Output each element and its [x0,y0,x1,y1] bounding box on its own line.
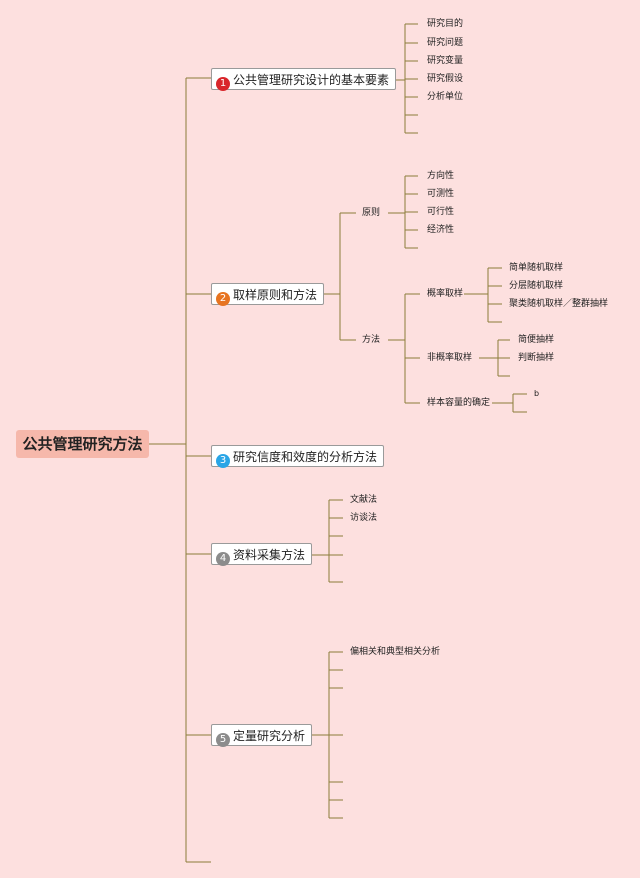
number-5-icon: 5 [216,733,230,747]
leaf-partial-canonical-correlation[interactable]: 偏相关和典型相关分析 [350,647,441,657]
leaf-interview-method[interactable]: 访谈法 [350,513,378,523]
sample-size-node[interactable]: 样本容量的确定 [427,398,491,408]
branch-3-label: 研究信度和效度的分析方法 [233,450,378,464]
leaf-b[interactable]: b [534,389,540,398]
leaf-research-purpose[interactable]: 研究目的 [427,19,464,29]
branch-1-label: 公共管理研究设计的基本要素 [233,73,390,87]
leaf-economy[interactable]: 经济性 [427,225,455,235]
method-node[interactable]: 方法 [362,335,381,345]
leaf-convenience-sampling[interactable]: 简便抽样 [518,335,555,345]
branch-4-label: 资料采集方法 [233,548,306,562]
leaf-literature-method[interactable]: 文献法 [350,495,378,505]
leaf-analysis-unit[interactable]: 分析单位 [427,92,464,102]
leaf-cluster-random[interactable]: 聚类随机取样／整群抽样 [509,299,609,309]
root-topic[interactable]: 公共管理研究方法 [16,430,149,458]
leaf-measurability[interactable]: 可测性 [427,189,455,199]
leaf-feasibility[interactable]: 可行性 [427,207,455,217]
nonprobability-sampling-node[interactable]: 非概率取样 [427,353,473,363]
leaf-judgment-sampling[interactable]: 判断抽样 [518,353,555,363]
leaf-directionality[interactable]: 方向性 [427,171,455,181]
branch-5-label: 定量研究分析 [233,729,306,743]
leaf-simple-random[interactable]: 简单随机取样 [509,263,564,273]
probability-sampling-node[interactable]: 概率取样 [427,289,464,299]
leaf-stratified-random[interactable]: 分层随机取样 [509,281,564,291]
principle-node[interactable]: 原则 [362,208,381,218]
leaf-research-question[interactable]: 研究问题 [427,38,464,48]
branch-2-label: 取样原则和方法 [233,288,318,302]
number-2-icon: 2 [216,292,230,306]
number-1-icon: 1 [216,77,230,91]
leaf-research-variable[interactable]: 研究变量 [427,56,464,66]
number-3-icon: 3 [216,454,230,468]
number-4-icon: 4 [216,552,230,566]
leaf-research-hypothesis[interactable]: 研究假设 [427,74,464,84]
